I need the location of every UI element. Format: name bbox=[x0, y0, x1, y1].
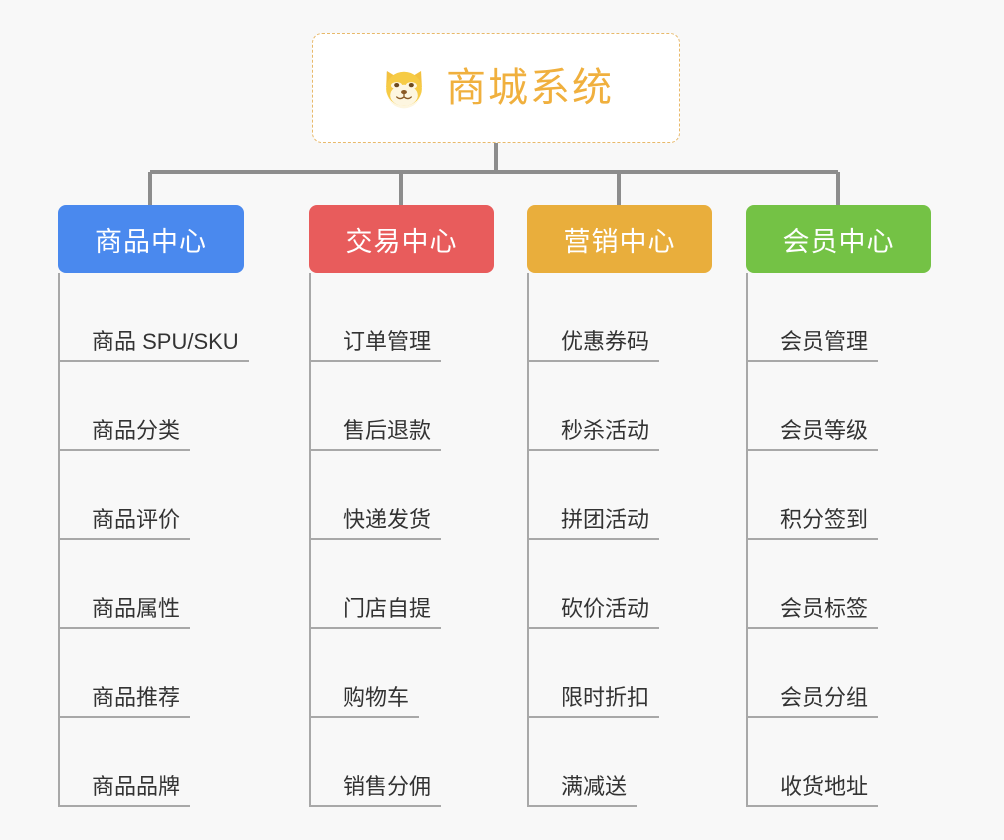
leaf-label: 商品推荐 bbox=[58, 685, 191, 718]
list-item[interactable]: 会员等级 bbox=[746, 362, 931, 451]
leaf-label: 会员等级 bbox=[746, 418, 879, 451]
list-item[interactable]: 商品 SPU/SKU bbox=[58, 273, 249, 362]
leaf-label: 快递发货 bbox=[309, 507, 442, 540]
category-header-product-center[interactable]: 商品中心 bbox=[58, 205, 244, 273]
leaf-label: 售后退款 bbox=[309, 418, 442, 451]
leaf-label: 满减送 bbox=[527, 774, 638, 807]
list-item[interactable]: 砍价活动 bbox=[527, 540, 712, 629]
leaf-label: 会员分组 bbox=[746, 685, 879, 718]
list-item[interactable]: 商品推荐 bbox=[58, 629, 244, 718]
leaf-label: 收货地址 bbox=[746, 774, 879, 807]
list-item[interactable]: 商品品牌 bbox=[58, 718, 244, 807]
dog-face-icon bbox=[386, 70, 422, 109]
list-item[interactable]: 商品评价 bbox=[58, 451, 244, 540]
leaf-label: 销售分佣 bbox=[309, 774, 442, 807]
list-item[interactable]: 会员标签 bbox=[746, 540, 931, 629]
leaf-label: 订单管理 bbox=[309, 329, 442, 362]
leaf-label: 限时折扣 bbox=[527, 685, 660, 718]
leaf-label: 砍价活动 bbox=[527, 596, 660, 629]
category-header-marketing-center[interactable]: 营销中心 bbox=[527, 205, 712, 273]
leaf-label: 商品 SPU/SKU bbox=[58, 329, 249, 362]
branch-product-center: 商品中心 商品 SPU/SKU 商品分类 商品评价 商品属性 商品推荐 商品品牌 bbox=[58, 205, 249, 807]
branch-marketing-center: 营销中心 优惠券码 秒杀活动 拼团活动 砍价活动 限时折扣 满减送 bbox=[527, 205, 712, 807]
list-item[interactable]: 售后退款 bbox=[309, 362, 494, 451]
branch-spine bbox=[746, 273, 748, 807]
branch-member-center: 会员中心 会员管理 会员等级 积分签到 会员标签 会员分组 收货地址 bbox=[746, 205, 931, 807]
list-item[interactable]: 收货地址 bbox=[746, 718, 931, 807]
category-header-trade-center[interactable]: 交易中心 bbox=[309, 205, 494, 273]
list-item[interactable]: 秒杀活动 bbox=[527, 362, 712, 451]
branch-spine bbox=[527, 273, 529, 807]
category-header-member-center[interactable]: 会员中心 bbox=[746, 205, 931, 273]
branch-spine bbox=[58, 273, 60, 807]
leaf-label: 优惠券码 bbox=[527, 329, 660, 362]
leaf-list-marketing-center: 优惠券码 秒杀活动 拼团活动 砍价活动 限时折扣 满减送 bbox=[527, 273, 712, 807]
leaf-label: 拼团活动 bbox=[527, 507, 660, 540]
root-node[interactable]: 商城系统 bbox=[312, 33, 680, 143]
list-item[interactable]: 商品属性 bbox=[58, 540, 244, 629]
branch-spine bbox=[309, 273, 311, 807]
list-item[interactable]: 商品分类 bbox=[58, 362, 244, 451]
leaf-label: 积分签到 bbox=[746, 507, 879, 540]
list-item[interactable]: 拼团活动 bbox=[527, 451, 712, 540]
list-item[interactable]: 快递发货 bbox=[309, 451, 494, 540]
leaf-label: 商品属性 bbox=[58, 596, 191, 629]
leaf-label: 秒杀活动 bbox=[527, 418, 660, 451]
leaf-label: 会员管理 bbox=[746, 329, 879, 362]
leaf-list-product-center: 商品 SPU/SKU 商品分类 商品评价 商品属性 商品推荐 商品品牌 bbox=[58, 273, 249, 807]
list-item[interactable]: 订单管理 bbox=[309, 273, 494, 362]
leaf-label: 商品评价 bbox=[58, 507, 191, 540]
leaf-label: 会员标签 bbox=[746, 596, 879, 629]
list-item[interactable]: 会员分组 bbox=[746, 629, 931, 718]
list-item[interactable]: 满减送 bbox=[527, 718, 712, 807]
leaf-label: 门店自提 bbox=[309, 596, 442, 629]
list-item[interactable]: 会员管理 bbox=[746, 273, 931, 362]
list-item[interactable]: 销售分佣 bbox=[309, 718, 494, 807]
list-item[interactable]: 门店自提 bbox=[309, 540, 494, 629]
branch-trade-center: 交易中心 订单管理 售后退款 快递发货 门店自提 购物车 销售分佣 bbox=[309, 205, 494, 807]
leaf-list-member-center: 会员管理 会员等级 积分签到 会员标签 会员分组 收货地址 bbox=[746, 273, 931, 807]
list-item[interactable]: 优惠券码 bbox=[527, 273, 712, 362]
list-item[interactable]: 购物车 bbox=[309, 629, 494, 718]
leaf-list-trade-center: 订单管理 售后退款 快递发货 门店自提 购物车 销售分佣 bbox=[309, 273, 494, 807]
root-title: 商城系统 bbox=[446, 66, 614, 110]
leaf-label: 购物车 bbox=[309, 685, 420, 718]
list-item[interactable]: 积分签到 bbox=[746, 451, 931, 540]
leaf-label: 商品分类 bbox=[58, 418, 191, 451]
leaf-label: 商品品牌 bbox=[58, 774, 191, 807]
list-item[interactable]: 限时折扣 bbox=[527, 629, 712, 718]
